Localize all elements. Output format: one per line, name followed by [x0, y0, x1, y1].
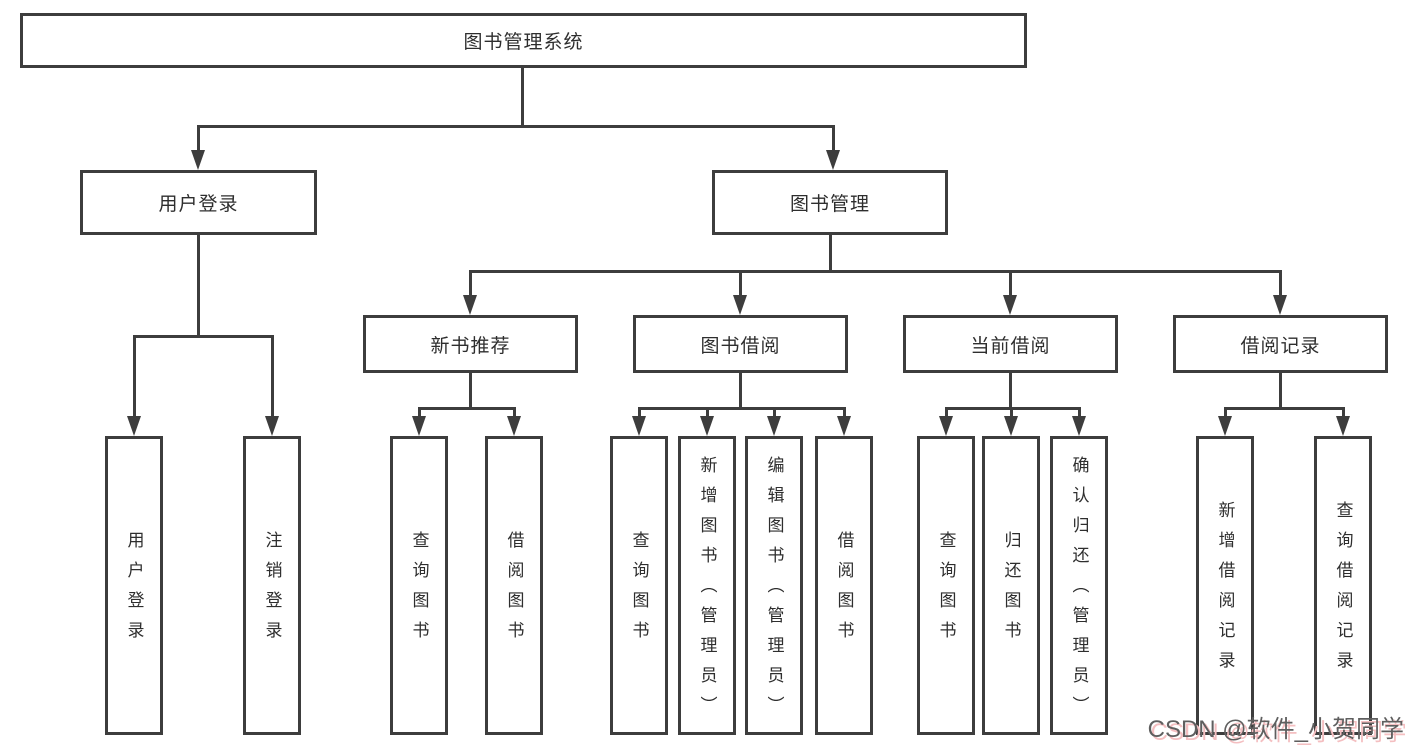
node-current-borrowing: 当前借阅 [903, 315, 1118, 373]
leaf-query-borrow-record: 查询借阅记录 [1314, 436, 1372, 735]
arrow-down-icon [265, 416, 279, 436]
node-book-management: 图书管理 [712, 170, 948, 235]
leaf-confirm-return-admin: 确认归还（管理员） [1050, 436, 1108, 735]
arrow-down-icon [412, 416, 426, 436]
node-user-login: 用户登录 [80, 170, 317, 235]
arrow-down-icon [463, 295, 477, 315]
leaf-add-books-admin: 新增图书（管理员） [678, 436, 736, 735]
arrow-down-icon [826, 150, 840, 170]
leaf-logout: 注销登录 [243, 436, 301, 735]
leaf-borrow-books-recommend: 借阅图书 [485, 436, 543, 735]
csdn-watermark: CSDN @软件_小贺同学 [1147, 716, 1404, 743]
leaf-borrow-books-borrowing: 借阅图书 [815, 436, 873, 735]
leaf-query-books-borrowing: 查询图书 [610, 436, 668, 735]
arrow-down-icon [939, 416, 953, 436]
leaf-add-borrow-record: 新增借阅记录 [1196, 436, 1254, 735]
arrow-down-icon [127, 416, 141, 436]
node-library-management-system: 图书管理系统 [20, 13, 1027, 68]
leaf-edit-books-admin: 编辑图书（管理员） [745, 436, 803, 735]
leaf-query-books-current: 查询图书 [917, 436, 975, 735]
arrow-down-icon [733, 295, 747, 315]
arrow-down-icon [837, 416, 851, 436]
node-book-borrowing: 图书借阅 [633, 315, 848, 373]
leaf-query-books-recommend: 查询图书 [390, 436, 448, 735]
arrow-down-icon [1336, 416, 1350, 436]
arrow-down-icon [1218, 416, 1232, 436]
arrow-down-icon [1273, 295, 1287, 315]
arrow-down-icon [1003, 295, 1017, 315]
arrow-down-icon [632, 416, 646, 436]
leaf-user-login: 用户登录 [105, 436, 163, 735]
arrow-down-icon [700, 416, 714, 436]
leaf-return-books: 归还图书 [982, 436, 1040, 735]
node-new-book-recommendation: 新书推荐 [363, 315, 578, 373]
arrow-down-icon [767, 416, 781, 436]
arrow-down-icon [1004, 416, 1018, 436]
arrow-down-icon [191, 150, 205, 170]
arrow-down-icon [507, 416, 521, 436]
node-borrowing-records: 借阅记录 [1173, 315, 1388, 373]
arrow-down-icon [1072, 416, 1086, 436]
